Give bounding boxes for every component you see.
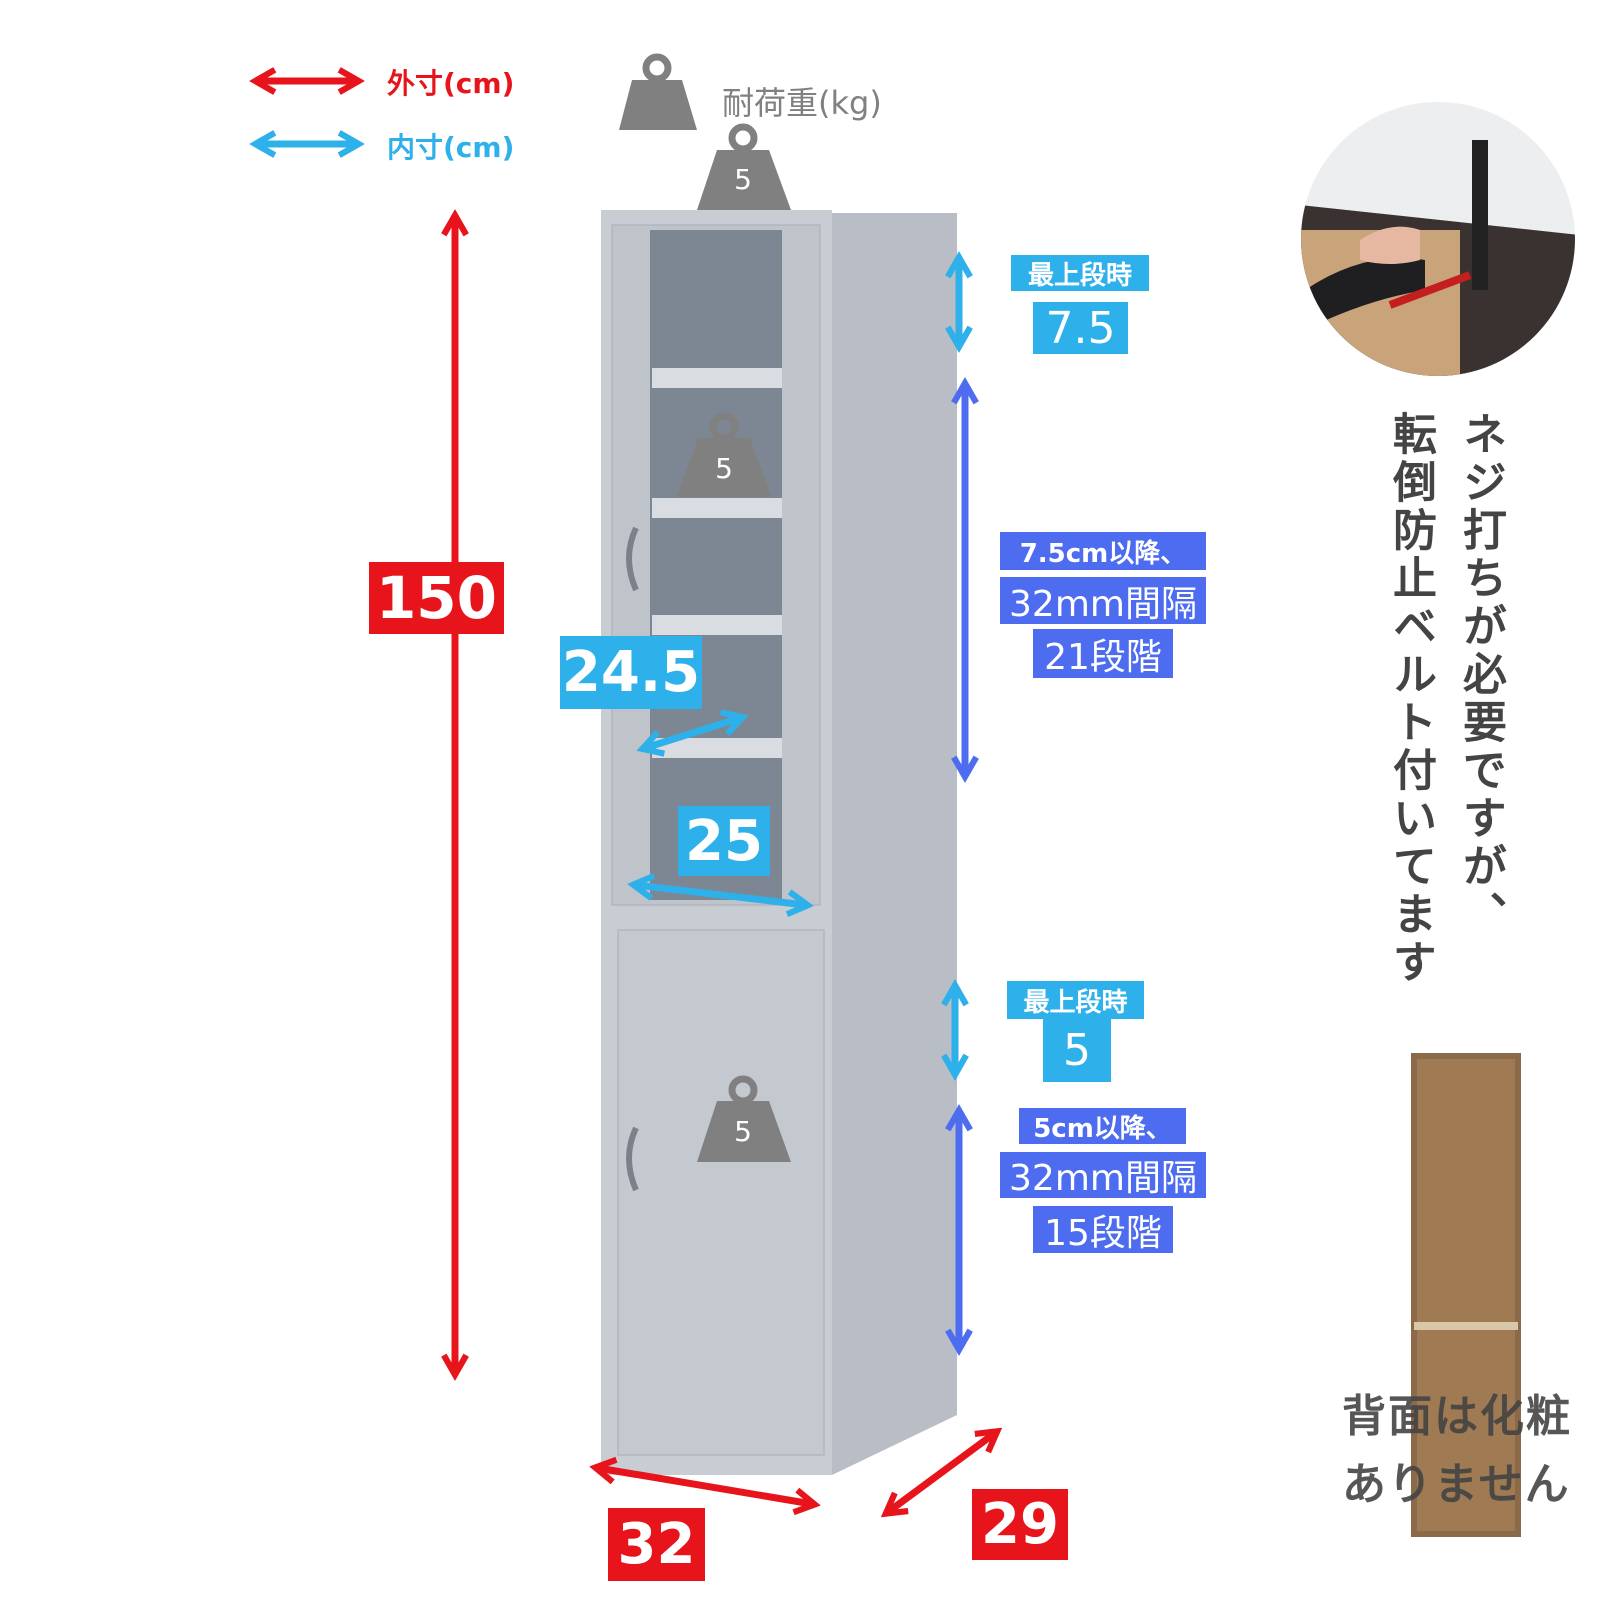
lower-load-value: 5 <box>734 1115 752 1148</box>
width-arrow <box>598 1468 812 1504</box>
inner-width-label: 25 <box>678 806 770 876</box>
top-load-value: 5 <box>734 163 752 196</box>
width-label: 32 <box>608 1508 705 1581</box>
upper-top-label: 最上段時 <box>1011 255 1149 291</box>
upper-door-handle <box>626 526 639 592</box>
lower-range-line1: 5cm以降、 <box>1019 1108 1186 1144</box>
outer-dimension-legend: 外寸(cm) <box>387 67 515 100</box>
load-capacity-legend: 耐荷重(kg) <box>722 84 882 122</box>
screw-note: ネジ打ちが必要ですが、 <box>1455 411 1506 939</box>
lower-door <box>617 929 825 1456</box>
depth-arrow <box>888 1433 995 1512</box>
upper-range-line2: 32mm間隔 <box>1000 577 1206 625</box>
lower-top-label: 最上段時 <box>1007 981 1144 1019</box>
back-note-line2: ありません <box>1342 1459 1571 1510</box>
lower-range-line3: 15段階 <box>1033 1206 1173 1254</box>
depth-label: 29 <box>972 1489 1068 1560</box>
inner-dimension-legend: 内寸(cm) <box>387 131 515 164</box>
height-label: 150 <box>369 562 504 634</box>
inner-width-arrow <box>636 885 805 905</box>
shelf-load-value: 5 <box>715 452 733 485</box>
cabinet-side <box>832 213 957 1475</box>
lower-top-value: 5 <box>1043 1019 1111 1082</box>
inner-depth-arrow <box>645 718 740 748</box>
lower-range-line2: 32mm間隔 <box>1000 1152 1206 1199</box>
belt-install-photo <box>1301 102 1575 376</box>
weight-icon <box>619 53 697 130</box>
weight-icon <box>677 412 771 497</box>
back-panel-photo <box>1411 1053 1521 1537</box>
upper-range-line3: 21段階 <box>1033 629 1173 678</box>
belt-note: 転倒防止ベルト付いてます <box>1385 411 1436 987</box>
cabinet-illustration <box>601 210 957 1475</box>
weight-icon <box>697 123 791 210</box>
back-note-line1: 背面は化粧 <box>1342 1391 1572 1442</box>
upper-top-value: 7.5 <box>1033 302 1128 354</box>
glass-pane <box>650 230 782 900</box>
inner-depth-label: 24.5 <box>560 636 702 709</box>
lower-door-handle <box>626 1126 639 1192</box>
upper-range-line1: 7.5cm以降、 <box>1000 532 1206 570</box>
weight-icon <box>697 1075 791 1162</box>
